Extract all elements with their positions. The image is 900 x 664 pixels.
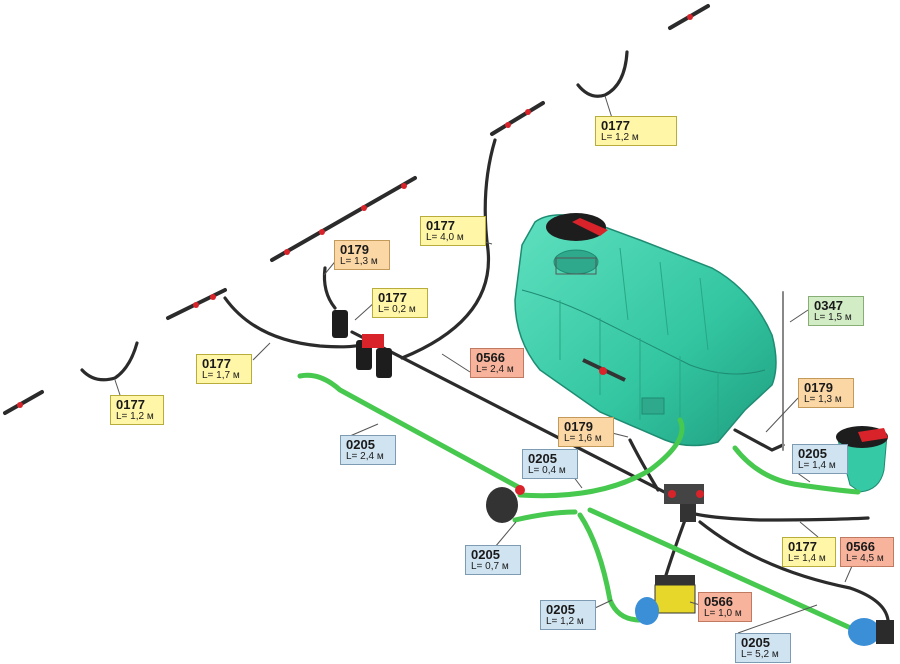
label-0179-1-3m-tank: 0179 L= 1,3 м (798, 378, 854, 409)
label-0205-0-4m: 0205 L= 0,4 м (522, 449, 578, 480)
label-0179-1-6m: 0179 L= 1,6 м (558, 417, 614, 448)
line-filters (332, 310, 392, 378)
label-length: L= 1,7 м (202, 369, 240, 381)
label-code: 0205 (546, 602, 575, 617)
label-length: L= 4,0 м (426, 231, 464, 243)
label-code: 0205 (471, 547, 500, 562)
label-length: L= 1,5 м (814, 311, 852, 323)
label-length: L= 1,4 м (788, 552, 826, 564)
label-0177-1-7m: 0177 L= 1,7 м (196, 354, 252, 385)
label-0566-1-0m: 0566 L= 1,0 м (698, 592, 752, 623)
label-code: 0177 (788, 539, 817, 554)
spray-tank (514, 213, 777, 447)
label-code: 0205 (798, 446, 827, 461)
label-code: 0177 (426, 218, 455, 233)
label-code: 0566 (476, 350, 505, 365)
label-0205-1-4m: 0205 L= 1,4 м (792, 444, 848, 475)
label-code: 0347 (814, 298, 843, 313)
label-length: L= 0,4 м (528, 464, 566, 476)
label-length: L= 4,5 м (846, 552, 884, 564)
label-length: L= 0,2 м (378, 303, 416, 315)
label-0205-2-4m: 0205 L= 2,4 м (340, 435, 396, 466)
label-0177-1-2m-left: 0177 L= 1,2 м (110, 395, 164, 426)
label-code: 0177 (378, 290, 407, 305)
label-length: L= 5,2 м (741, 648, 779, 660)
label-length: L= 0,7 м (471, 560, 509, 572)
label-0205-0-7m: 0205 L= 0,7 м (465, 545, 521, 576)
label-0177-1-4m: 0177 L= 1,4 м (782, 537, 836, 568)
label-length: L= 1,3 м (340, 255, 378, 267)
label-0177-4-0m: 0177 L= 4,0 м (420, 216, 486, 247)
label-code: 0177 (202, 356, 231, 371)
label-0205-1-2m: 0205 L= 1,2 м (540, 600, 596, 631)
gas-engine-pump (635, 575, 696, 625)
label-code: 0177 (116, 397, 145, 412)
label-code: 0205 (346, 437, 375, 452)
label-length: L= 1,2 м (601, 131, 639, 143)
label-0179-1-3m-boom: 0179 L= 1,3 м (334, 240, 390, 271)
filler-tank (836, 426, 888, 493)
label-length: L= 2,4 м (476, 363, 514, 375)
label-0566-4-5m: 0566 L= 4,5 м (840, 537, 894, 568)
nozzles (17, 14, 693, 408)
label-code: 0179 (340, 242, 369, 257)
label-0205-5-2m: 0205 L= 5,2 м (735, 633, 791, 664)
label-code: 0179 (804, 380, 833, 395)
label-code: 0205 (741, 635, 770, 650)
label-code: 0177 (601, 118, 630, 133)
label-length: L= 1,2 м (116, 410, 154, 422)
black-hoses (80, 50, 890, 622)
transfer-pump (848, 618, 894, 646)
tank-outlet-valve (582, 358, 626, 382)
label-0566-2-4m: 0566 L= 2,4 м (470, 348, 524, 379)
label-code: 0179 (564, 419, 593, 434)
label-length: L= 2,4 м (346, 450, 384, 462)
label-code: 0205 (528, 451, 557, 466)
label-length: L= 1,6 м (564, 432, 602, 444)
label-0177-1-2m-top: 0177 L= 1,2 м (595, 116, 677, 147)
label-code: 0566 (846, 539, 875, 554)
label-length: L= 1,0 м (704, 607, 742, 619)
label-0177-0-2m: 0177 L= 0,2 м (372, 288, 428, 319)
control-manifold (664, 484, 704, 522)
label-code: 0566 (704, 594, 733, 609)
label-length: L= 1,3 м (804, 393, 842, 405)
label-length: L= 1,2 м (546, 615, 584, 627)
green-hoses (297, 372, 861, 633)
strainer-pump (486, 485, 525, 523)
label-length: L= 1,4 м (798, 459, 836, 471)
label-0347-1-5m: 0347 L= 1,5 м (808, 296, 864, 327)
